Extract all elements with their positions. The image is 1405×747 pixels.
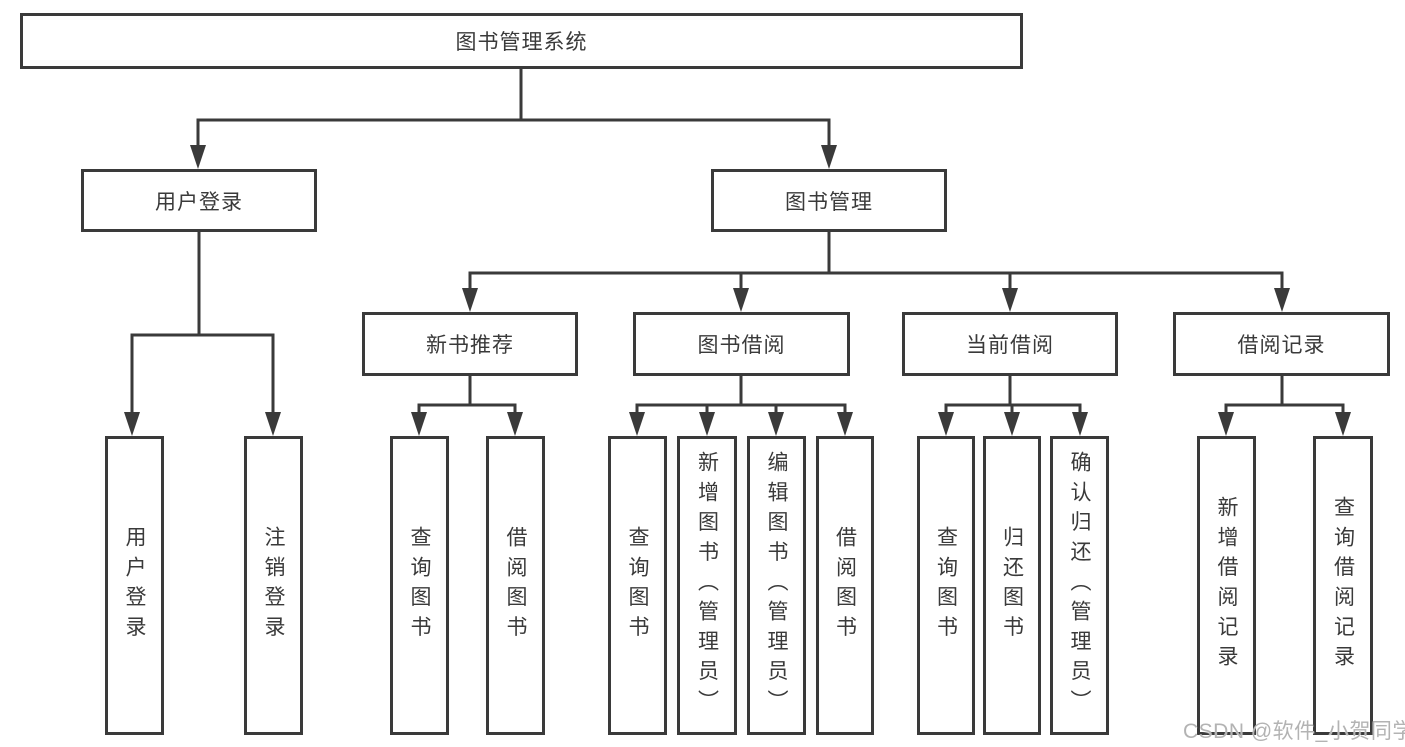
node-leaf-user-login: 用户登录: [105, 436, 164, 735]
node-leaf-return-book: 归还图书: [983, 436, 1041, 735]
leaf-label: 新增图书（管理员）: [695, 451, 719, 720]
node-leaf-add-book-admin: 新增图书（管理员）: [677, 436, 737, 735]
node-leaf-logout: 注销登录: [244, 436, 303, 735]
leaf-label: 编辑图书（管理员）: [765, 451, 788, 720]
node-new-book-recommend: 新书推荐: [362, 312, 578, 376]
node-current-borrow-label: 当前借阅: [966, 334, 1054, 357]
leaf-label: 借阅图书: [833, 525, 857, 646]
leaf-label: 用户登录: [123, 525, 146, 646]
node-leaf-search-book-recommend: 查询图书: [390, 436, 449, 735]
node-borrow-records: 借阅记录: [1173, 312, 1390, 376]
node-leaf-search-book-borrow: 查询图书: [608, 436, 667, 735]
node-leaf-edit-book-admin: 编辑图书（管理员）: [747, 436, 806, 735]
node-current-borrow: 当前借阅: [902, 312, 1118, 376]
leaf-label: 新增借阅记录: [1215, 496, 1238, 675]
node-new-book-recommend-label: 新书推荐: [426, 334, 514, 357]
node-root-label: 图书管理系统: [455, 31, 588, 54]
node-book-management-label: 图书管理: [785, 190, 873, 214]
node-user-login-label: 用户登录: [155, 190, 243, 214]
leaf-label: 查询图书: [934, 525, 958, 646]
node-leaf-confirm-return-admin: 确认归还（管理员）: [1050, 436, 1109, 735]
csdn-watermark: CSDN @软件_小贺同学: [1183, 720, 1405, 743]
node-leaf-search-book-current: 查询图书: [917, 436, 975, 735]
leaf-label: 确认归还（管理员）: [1068, 451, 1091, 720]
leaf-label: 查询借阅记录: [1331, 496, 1355, 675]
node-book-borrow-label: 图书借阅: [697, 334, 786, 357]
node-book-management: 图书管理: [711, 169, 947, 232]
node-user-login: 用户登录: [81, 169, 317, 232]
node-leaf-borrow-book: 借阅图书: [816, 436, 874, 735]
node-borrow-records-label: 借阅记录: [1237, 334, 1326, 357]
leaf-label: 归还图书: [1000, 525, 1024, 646]
node-book-borrow: 图书借阅: [633, 312, 850, 376]
leaf-label: 注销登录: [262, 525, 285, 646]
leaf-label: 查询图书: [408, 525, 431, 646]
leaf-label: 借阅图书: [504, 525, 527, 646]
leaf-label: 查询图书: [626, 525, 649, 646]
node-leaf-borrow-book-recommend: 借阅图书: [486, 436, 545, 735]
node-root: 图书管理系统: [20, 13, 1023, 69]
node-leaf-search-borrow-record: 查询借阅记录: [1313, 436, 1373, 735]
node-leaf-add-borrow-record: 新增借阅记录: [1197, 436, 1256, 735]
